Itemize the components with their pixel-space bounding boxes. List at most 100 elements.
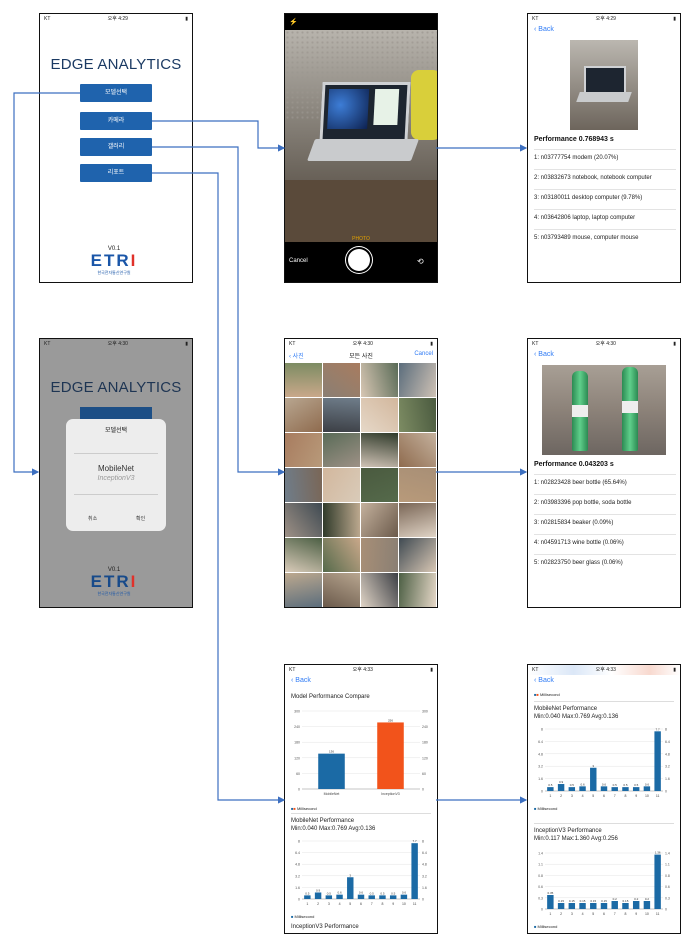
back-button[interactable]: ‹ Back xyxy=(534,677,554,684)
y-tick-label: 8 xyxy=(541,728,543,732)
photo-thumbnail[interactable] xyxy=(285,363,322,397)
photo-thumbnail[interactable] xyxy=(285,468,322,502)
photo-thumbnail[interactable] xyxy=(285,573,322,607)
x-tick-label: 7 xyxy=(371,902,373,906)
chevron-left-icon: ‹ xyxy=(534,677,537,684)
photo-thumbnail[interactable] xyxy=(399,503,436,537)
photo-mode-label[interactable]: PHOTO xyxy=(352,236,370,242)
switch-camera-icon[interactable]: ⟲ xyxy=(417,257,424,266)
legend-label: ■ Millisecond xyxy=(291,914,315,919)
photo-thumbnail[interactable] xyxy=(323,503,360,537)
result-item: 5: n03793489 mouse, computer mouse xyxy=(534,229,676,249)
data-label: 0.5 xyxy=(391,891,396,895)
photo-thumbnail[interactable] xyxy=(285,398,322,432)
data-label: 0.15 xyxy=(558,899,564,903)
y-tick-label-right: 300 xyxy=(422,710,428,714)
chevron-left-icon: ‹ xyxy=(534,351,537,358)
chevron-left-icon: ‹ xyxy=(291,677,294,684)
photo-thumbnail[interactable] xyxy=(323,468,360,502)
gallery-back-button[interactable]: ‹ 사진 xyxy=(289,354,304,360)
carrier-label: KT xyxy=(532,667,539,673)
x-tick-label: 3 xyxy=(571,912,573,916)
gallery-button[interactable]: 갤러리 xyxy=(80,138,152,156)
carrier-label: KT xyxy=(44,341,51,347)
x-tick-label: InceptionV3 xyxy=(381,792,400,796)
legend-text: Millisecond xyxy=(537,924,558,929)
performance-label: Performance 0.768943 s xyxy=(534,136,614,143)
photo-thumbnail[interactable] xyxy=(323,433,360,467)
back-button[interactable]: ‹ Back xyxy=(534,351,554,358)
bar xyxy=(590,767,597,791)
y-tick-label-right: 1.4 xyxy=(665,852,670,856)
photo-thumbnail[interactable] xyxy=(323,538,360,572)
data-label: 0.5 xyxy=(623,783,628,787)
photo-thumbnail[interactable] xyxy=(361,538,398,572)
dialog-cancel-button[interactable]: 취소 xyxy=(88,516,98,522)
photo-thumbnail[interactable] xyxy=(361,503,398,537)
bar xyxy=(547,895,554,909)
back-button[interactable]: ‹ Back xyxy=(291,677,311,684)
photo-thumbnail[interactable] xyxy=(323,398,360,432)
data-label: 0.5 xyxy=(548,783,553,787)
bar xyxy=(643,901,651,909)
camera-cancel-button[interactable]: Cancel xyxy=(289,258,308,264)
bar xyxy=(368,895,375,899)
picker-option-selected[interactable]: MobileNet xyxy=(97,464,134,473)
data-label: 0.5 xyxy=(380,891,385,895)
photo-thumbnail[interactable] xyxy=(361,433,398,467)
photo-thumbnail[interactable] xyxy=(399,363,436,397)
picker-option[interactable]: InceptionV3 xyxy=(97,475,135,482)
compare-chart-title: Model Performance Compare xyxy=(291,694,370,700)
mobilenet-stats: Min:0.040 Max:0.769 Avg:0.136 xyxy=(291,826,376,832)
photo-thumbnail[interactable] xyxy=(285,538,322,572)
back-label: Back xyxy=(538,351,554,358)
data-label: 0.6 xyxy=(602,782,607,786)
model-select-button[interactable]: 모델선택 xyxy=(80,84,152,102)
photo-thumbnail[interactable] xyxy=(285,503,322,537)
photo-thumbnail[interactable] xyxy=(399,538,436,572)
photo-thumbnail[interactable] xyxy=(361,398,398,432)
y-tick-label-right: 180 xyxy=(422,741,428,745)
photo-thumbnail[interactable] xyxy=(361,573,398,607)
y-tick-label: 240 xyxy=(294,725,300,729)
x-tick-label: 10 xyxy=(645,794,649,798)
mobilenet-title: MobileNet Performance xyxy=(534,706,598,712)
time-label: 오후 4:33 xyxy=(352,667,373,673)
camera-button[interactable]: 카메라 xyxy=(80,112,152,130)
x-tick-label: 2 xyxy=(560,912,562,916)
gallery-cancel-button[interactable]: Cancel xyxy=(414,351,433,357)
dialog-confirm-button[interactable]: 확인 xyxy=(136,516,146,522)
x-tick-label: 8 xyxy=(381,902,383,906)
model-picker[interactable]: MobileNet InceptionV3 xyxy=(74,453,158,495)
result-item: 3: n03180011 desktop computer (9.78%) xyxy=(534,189,676,209)
dialog-title: 모델선택 xyxy=(104,428,128,434)
flash-icon[interactable]: ⚡ xyxy=(289,19,298,26)
photo-thumbnail[interactable] xyxy=(399,433,436,467)
photo-thumbnail[interactable] xyxy=(399,468,436,502)
photo-thumbnail[interactable] xyxy=(323,363,360,397)
photo-thumbnail[interactable] xyxy=(361,363,398,397)
photo-thumbnail[interactable] xyxy=(399,398,436,432)
shutter-button[interactable] xyxy=(348,249,370,271)
report-button[interactable]: 리포트 xyxy=(80,164,152,182)
x-tick-label: 6 xyxy=(360,902,362,906)
y-tick-label: 8 xyxy=(298,840,300,844)
y-tick-label-right: 120 xyxy=(422,756,428,760)
photo-thumbnail[interactable] xyxy=(285,433,322,467)
bar xyxy=(590,903,597,909)
photo-thumbnail[interactable] xyxy=(399,573,436,607)
bar xyxy=(389,895,397,899)
photo-thumbnail[interactable] xyxy=(323,573,360,607)
data-label: 0.5 xyxy=(570,783,575,787)
back-button[interactable]: ‹ Back xyxy=(534,26,554,33)
carrier-label: KT xyxy=(532,16,539,22)
photo-thumbnail[interactable] xyxy=(361,468,398,502)
